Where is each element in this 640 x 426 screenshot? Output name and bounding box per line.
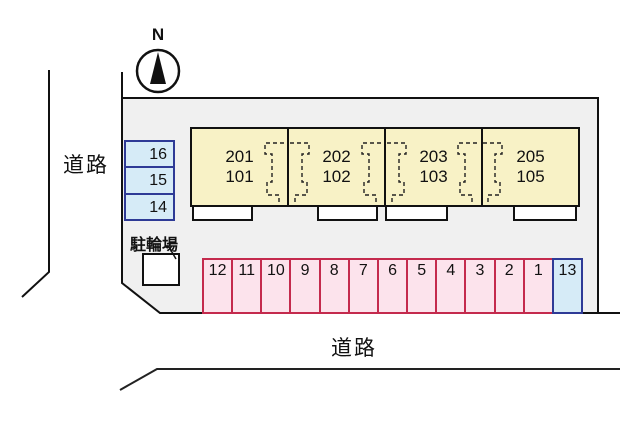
entrance-porch <box>317 205 378 221</box>
parking-space-3[interactable]: 3 <box>464 258 496 314</box>
parking-space-7[interactable]: 7 <box>347 258 379 314</box>
parking-space-5[interactable]: 5 <box>406 258 438 314</box>
parking-space-1[interactable]: 1 <box>522 258 554 314</box>
side-parking-column: 16 15 14 <box>124 140 175 221</box>
bottom-road-label: 道路 <box>331 337 377 360</box>
compass-circle <box>135 48 181 94</box>
parking-space-13[interactable]: 13 <box>551 258 584 314</box>
unit-205-105[interactable]: 205 105 <box>481 129 578 205</box>
entrance-porch <box>192 205 253 221</box>
bottom-road-line <box>119 368 620 391</box>
unit-lower-number: 103 <box>419 167 448 186</box>
compass-north-label: N <box>151 25 165 44</box>
left-road-label: 道路 <box>63 154 109 177</box>
parking-space-11[interactable]: 11 <box>231 258 263 314</box>
compass-needle-icon <box>150 52 166 84</box>
unit-lower-number: 105 <box>516 167 545 186</box>
parking-space-8[interactable]: 8 <box>318 258 350 314</box>
parking-space-12[interactable]: 12 <box>202 258 234 314</box>
parking-space-10[interactable]: 10 <box>260 258 292 314</box>
entrance-porch <box>385 205 448 221</box>
parking-space-4[interactable]: 4 <box>435 258 467 314</box>
parking-space-9[interactable]: 9 <box>289 258 321 314</box>
entrance-porch <box>513 205 577 221</box>
parking-space-2[interactable]: 2 <box>493 258 525 314</box>
unit-lower-number: 102 <box>322 167 351 186</box>
unit-upper-number: 203 <box>419 147 448 166</box>
unit-upper-number: 201 <box>225 147 254 166</box>
unit-202-102[interactable]: 202 102 <box>287 129 384 205</box>
apartment-building: 201 101 202 102 203 103 205 105 <box>190 127 580 207</box>
parking-space-14[interactable]: 14 <box>124 192 175 221</box>
unit-201-101[interactable]: 201 101 <box>192 129 287 205</box>
parking-space-16[interactable]: 16 <box>124 140 175 169</box>
parking-row: 12 11 10 9 8 7 6 5 4 3 2 1 13 <box>202 258 584 314</box>
parking-space-6[interactable]: 6 <box>376 258 409 314</box>
unit-upper-number: 202 <box>322 147 351 166</box>
unit-lower-number: 101 <box>225 167 254 186</box>
parking-space-15[interactable]: 15 <box>124 166 175 195</box>
unit-203-103[interactable]: 203 103 <box>384 129 481 205</box>
bicycle-parking-label: 駐輪場 <box>130 237 179 254</box>
unit-upper-number: 205 <box>516 147 545 166</box>
bicycle-parking-box <box>142 253 180 286</box>
left-road-line <box>21 70 50 298</box>
